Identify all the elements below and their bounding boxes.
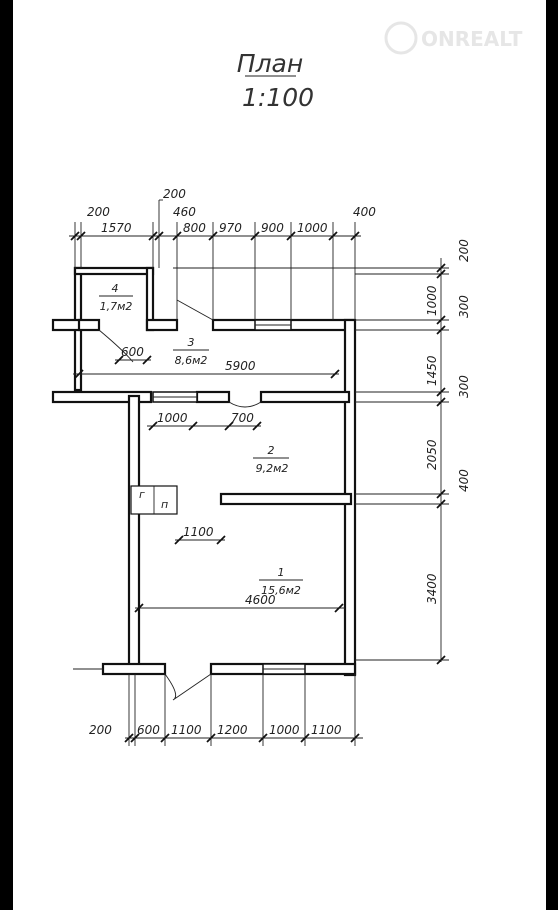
dim-right-400: 400 — [457, 469, 471, 492]
wall-south-west — [101, 662, 167, 676]
dim-interior-1000: 1000 — [157, 411, 188, 425]
dim-bottom-1100-a: 1100 — [171, 723, 202, 737]
dim-interior-600: 600 — [121, 345, 144, 359]
dimension-bottom: 200 600 1100 1200 1000 1100 — [89, 674, 363, 746]
floor-plan: ONREALT План 1:100 — [51, 21, 523, 746]
dimension-top: 200 200 460 400 1570 800 970 900 1000 — [69, 187, 376, 320]
dim-interior-4600: 4600 — [245, 593, 276, 607]
room-labels: 4 1,7м2 3 8,6м2 2 9,2м2 1 15,6м2 — [99, 282, 303, 597]
dim-bottom-1100-b: 1100 — [311, 723, 342, 737]
dim-top-200-a: 200 — [87, 205, 110, 219]
door-swing-south — [164, 673, 212, 701]
dim-top-1000: 1000 — [297, 221, 328, 235]
dim-right-2050: 2050 — [425, 439, 439, 470]
dim-bottom-1200: 1200 — [217, 723, 248, 737]
dim-top-400: 400 — [353, 205, 376, 219]
dim-right-300-a: 300 — [457, 295, 471, 318]
wall-corridor-mid — [195, 390, 231, 404]
dim-top-1570: 1570 — [101, 221, 132, 235]
room-1-number: 1 — [278, 566, 285, 579]
fixtures: г п — [130, 485, 178, 515]
windows — [152, 319, 306, 675]
room-2-area: 9,2м2 — [256, 462, 289, 475]
dim-right-300-b: 300 — [457, 375, 471, 398]
room-1-area: 15,6м2 — [261, 584, 301, 597]
fixture-g-label: г — [139, 488, 145, 501]
dim-top-800: 800 — [183, 221, 206, 235]
wall-west-lower — [127, 394, 141, 674]
dim-right-3400: 3400 — [425, 573, 439, 604]
dim-right-1000: 1000 — [425, 285, 439, 316]
walls — [51, 266, 357, 677]
room-3-area: 8,6м2 — [175, 354, 208, 367]
door-swing-corridor — [228, 401, 262, 408]
room-4-number: 4 — [112, 282, 119, 295]
dim-top-200-b: 200 — [163, 187, 186, 201]
dim-bottom-600: 600 — [137, 723, 160, 737]
dim-interior-1100: 1100 — [183, 525, 214, 539]
drawing-sheet: ONREALT План 1:100 — [13, 0, 546, 910]
ticks-right — [436, 263, 446, 665]
dim-interior-5900: 5900 — [225, 359, 256, 373]
dimension-right: 200 300 300 400 1000 1450 2050 3400 — [173, 239, 471, 665]
wall-stub-top — [145, 318, 179, 332]
dim-right-1450: 1450 — [425, 355, 439, 386]
plan-scale: 1:100 — [242, 83, 314, 112]
fixture-p-label: п — [161, 498, 168, 511]
plan-title: План — [237, 49, 303, 78]
wall-stub-left — [51, 318, 83, 332]
dim-interior-700: 700 — [231, 411, 254, 425]
ticks-bottom — [124, 733, 360, 743]
room-3-number: 3 — [188, 336, 195, 349]
wall-partition — [219, 492, 353, 506]
dimension-interior: 600 5900 1000 700 1100 4600 — [73, 345, 345, 613]
dim-bottom-200: 200 — [89, 723, 112, 737]
dim-top-460: 460 — [173, 205, 196, 219]
watermark-house-icon — [384, 21, 418, 55]
wall-north-closet — [73, 266, 155, 276]
door-swing-north — [176, 299, 214, 321]
dim-right-200: 200 — [457, 239, 471, 262]
watermark: ONREALT — [384, 21, 523, 55]
room-4-area: 1,7м2 — [100, 300, 133, 313]
dim-top-900: 900 — [261, 221, 284, 235]
ticks-top — [70, 231, 360, 241]
wall-corridor-east — [259, 390, 351, 404]
watermark-text: ONREALT — [421, 27, 523, 51]
dim-top-970: 970 — [219, 221, 242, 235]
dim-bottom-1000: 1000 — [269, 723, 300, 737]
wall-closet-sill — [77, 318, 101, 332]
wall-corridor-west — [51, 390, 153, 404]
room-2-number: 2 — [268, 444, 275, 457]
